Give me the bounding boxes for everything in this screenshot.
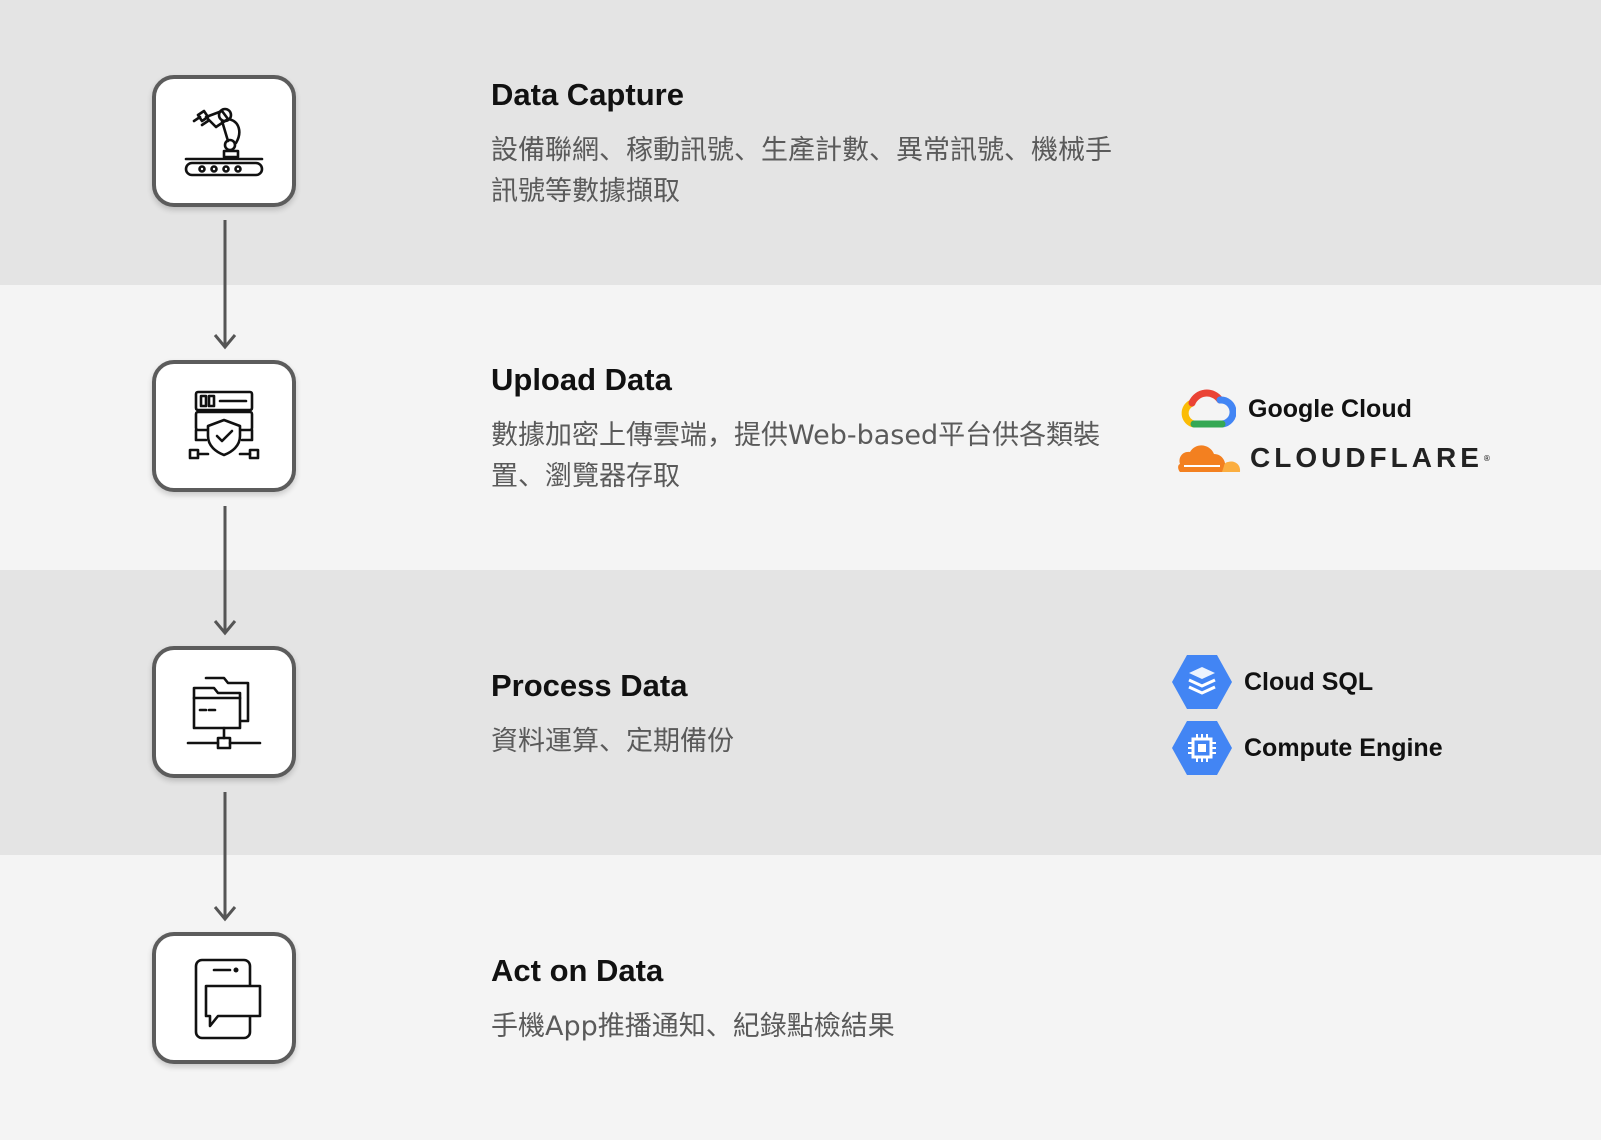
step-upload-data: Upload Data 數據加密上傳雲端，提供Web-based平台供各類裝置、… xyxy=(491,362,1131,497)
flow-arrow-3 xyxy=(213,792,237,922)
folder-network-icon xyxy=(186,676,262,750)
server-shield-icon xyxy=(188,390,260,460)
step-description: 手機App推播通知、紀錄點檢結果 xyxy=(491,1011,895,1043)
flow-arrow-2 xyxy=(213,506,237,636)
robot-arm-conveyor-icon xyxy=(184,107,264,177)
step-act-on-data: Act on Data 手機App推播通知、紀錄點檢結果 xyxy=(491,953,1131,1047)
google-cloud-label: Google Cloud xyxy=(1248,394,1412,423)
flow-arrow-1 xyxy=(213,220,237,350)
step-description: 設備聯網、稼動訊號、生產計數、異常訊號、機械手訊號等數據擷取 xyxy=(491,135,1112,208)
cloudflare-logo xyxy=(1178,445,1241,472)
compute-engine-label: Compute Engine xyxy=(1244,733,1443,762)
cloud-sql-label: Cloud SQL xyxy=(1244,667,1374,696)
cloud-sql-icon xyxy=(1172,655,1232,709)
step-data-capture: Data Capture 設備聯網、稼動訊號、生產計數、異常訊號、機械手訊號等數… xyxy=(491,77,1131,212)
google-cloud-badge: Google Cloud xyxy=(1176,384,1412,434)
step-process-data: Process Data 資料運算、定期備份 xyxy=(491,668,1131,762)
cloud-sql-badge: Cloud SQL xyxy=(1172,653,1373,711)
cloudflare-badge: CLOUDFLARE® xyxy=(1174,440,1491,476)
step-title: Process Data xyxy=(491,668,688,703)
google-cloud-logo xyxy=(1181,389,1236,428)
compute-engine-icon xyxy=(1172,721,1232,775)
act-on-data-icon-box xyxy=(152,932,296,1064)
step-title: Data Capture xyxy=(491,77,684,112)
step-title: Upload Data xyxy=(491,362,672,397)
upload-data-icon-box xyxy=(152,360,296,492)
phone-chat-icon xyxy=(194,958,262,1040)
data-capture-icon-box xyxy=(152,75,296,207)
step-description: 數據加密上傳雲端，提供Web-based平台供各類裝置、瀏覽器存取 xyxy=(491,420,1101,493)
step-title: Act on Data xyxy=(491,953,664,988)
process-data-icon-box xyxy=(152,646,296,778)
cloudflare-wordmark: CLOUDFLARE xyxy=(1250,442,1483,473)
compute-engine-badge: Compute Engine xyxy=(1172,719,1443,777)
step-description: 資料運算、定期備份 xyxy=(491,726,734,758)
